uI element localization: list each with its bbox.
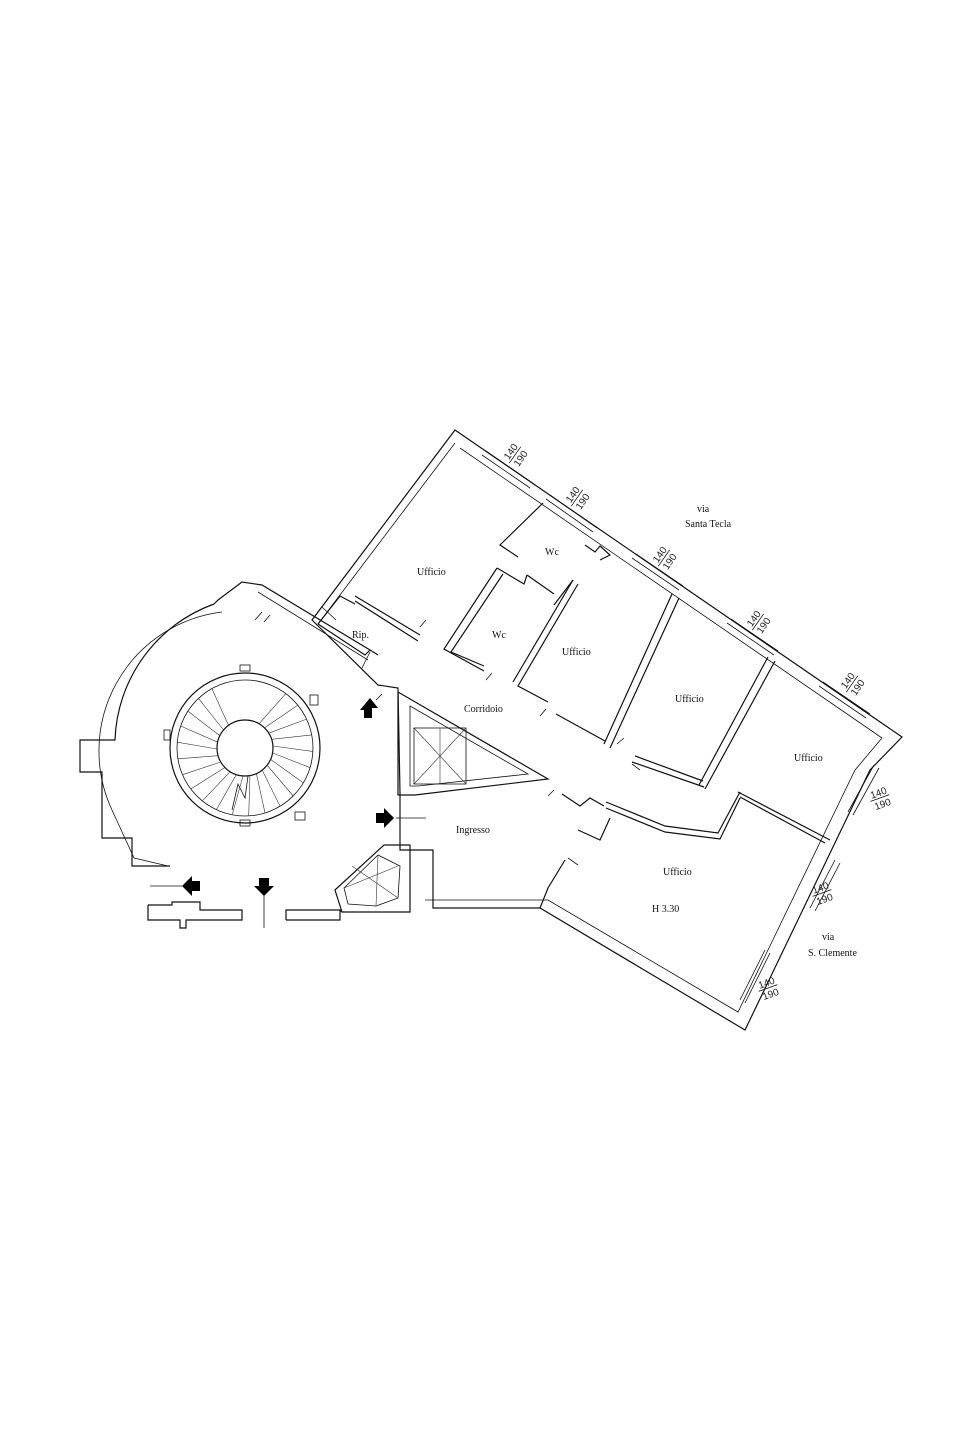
stair-tread bbox=[198, 698, 224, 731]
stair-tread bbox=[180, 725, 218, 743]
stair-tread bbox=[266, 765, 294, 797]
stair-tread bbox=[258, 693, 287, 724]
room-label-corridoio: Corridoio bbox=[464, 704, 503, 715]
stair-tread bbox=[261, 769, 281, 807]
room-labels: Ufficio Wc Wc Rip. Ufficio Ufficio Corri… bbox=[352, 547, 823, 915]
street-name: S. Clemente bbox=[808, 948, 857, 959]
stair-tread bbox=[272, 745, 313, 752]
room-height-label: H 3.30 bbox=[652, 904, 679, 915]
window-dimension: 140 190 bbox=[564, 485, 593, 512]
entry-arrows bbox=[182, 698, 394, 896]
window-dimension: 140 190 bbox=[651, 545, 680, 572]
stair-tread bbox=[270, 759, 304, 784]
arrow-icon bbox=[254, 878, 274, 896]
room-label-ufficio: Ufficio bbox=[562, 647, 591, 658]
room-label-ufficio: Ufficio bbox=[794, 753, 823, 764]
stair-tread bbox=[202, 771, 231, 802]
stair-hall bbox=[79, 581, 371, 867]
interior-walls bbox=[317, 502, 831, 909]
stair-tread bbox=[272, 752, 311, 768]
stair-tread bbox=[271, 734, 312, 740]
room-label-wc: Wc bbox=[492, 630, 506, 641]
room-label-wc: Wc bbox=[545, 547, 559, 558]
room-label-ingresso: Ingresso bbox=[456, 825, 490, 836]
stair-tread bbox=[248, 775, 251, 816]
street-prefix: via bbox=[697, 504, 710, 515]
room-label-rip: Rip. bbox=[352, 630, 369, 641]
room-label-ufficio: Ufficio bbox=[417, 567, 446, 578]
stair-tread bbox=[268, 718, 307, 734]
street-labels: via Santa Tecla via S. Clemente bbox=[685, 504, 857, 959]
light-shaft-lower bbox=[334, 844, 411, 913]
stair-tread bbox=[190, 767, 226, 790]
window-dimension: 140 190 bbox=[745, 609, 774, 636]
stair-tread bbox=[264, 704, 298, 729]
window-dimension: 140 190 bbox=[811, 880, 835, 907]
window-dimension: 140 190 bbox=[869, 785, 893, 812]
stair-tread bbox=[177, 755, 219, 760]
building-outline bbox=[311, 429, 903, 1031]
stair-tread bbox=[216, 774, 237, 810]
room-label-ufficio: Ufficio bbox=[675, 694, 704, 705]
window-dimension: 140 190 bbox=[502, 442, 531, 469]
arrow-icon bbox=[182, 876, 200, 896]
stair-tread bbox=[187, 710, 220, 736]
stair-tread bbox=[231, 775, 244, 815]
windows bbox=[481, 450, 880, 1004]
light-shaft-upper bbox=[397, 690, 550, 796]
stair-tread bbox=[256, 773, 266, 814]
street-name: Santa Tecla bbox=[685, 519, 732, 530]
stair-tread bbox=[182, 761, 221, 775]
street-prefix: via bbox=[822, 932, 835, 943]
arrow-icon bbox=[376, 808, 394, 828]
stair-tread bbox=[177, 741, 218, 750]
room-label-ufficio: Ufficio bbox=[663, 867, 692, 878]
entrance-walls bbox=[147, 693, 426, 929]
spiral-staircase bbox=[163, 664, 321, 827]
arrow-icon bbox=[360, 698, 378, 718]
stair-tread bbox=[211, 688, 229, 726]
